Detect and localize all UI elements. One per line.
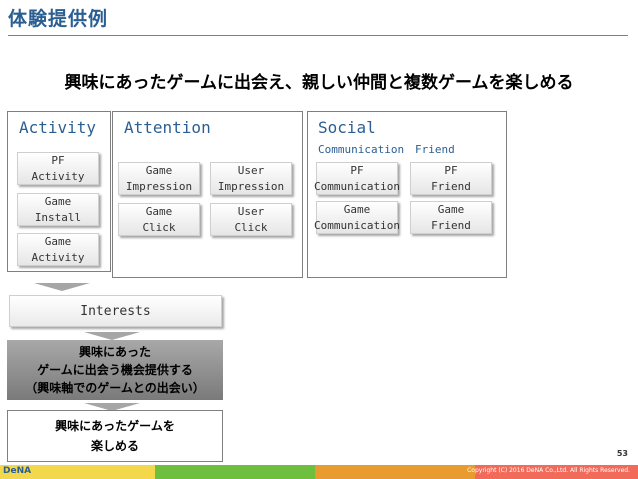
friend-subheading: Friend [415, 143, 455, 156]
game-communication-label: Game Communication [313, 202, 401, 232]
activity-panel-title: Activity [19, 118, 97, 137]
game-click-box: Game Click [118, 203, 200, 236]
user-click-box: User Click [210, 203, 292, 236]
pf-activity-label: PF Activity [31, 153, 85, 183]
user-click-label: User Click [234, 204, 268, 234]
down-arrow-icon [84, 403, 140, 411]
game-friend-box: Game Friend [410, 201, 492, 234]
down-arrow-icon [84, 332, 140, 340]
game-install-label: Game Install [34, 194, 82, 224]
down-arrow-icon [34, 283, 90, 291]
footer-stripe [475, 465, 638, 479]
outcome-label: 興味にあったゲームを 楽しめる [55, 419, 175, 453]
social-panel-title: Social [318, 118, 376, 137]
dena-logo: DeNA [3, 466, 32, 476]
title-divider [8, 35, 628, 36]
footer-stripe [315, 465, 475, 479]
slide-headline: 興味にあったゲームに出会え、親しい仲間と複数ゲームを楽しめる [64, 73, 574, 93]
game-activity-box: Game Activity [17, 233, 99, 266]
pf-activity-box: PF Activity [17, 152, 99, 185]
page-number: 53 [616, 449, 628, 458]
communication-subheading: Communication [318, 143, 405, 156]
copyright-text: Copyright (C) 2016 DeNA Co.,Ltd. All Rig… [467, 467, 630, 474]
game-communication-box: Game Communication [313, 201, 401, 234]
slide-title: 体験提供例 [8, 8, 109, 30]
game-impression-label: Game Impression [125, 163, 193, 193]
game-impression-box: Game Impression [118, 162, 200, 195]
footer-stripe [0, 465, 155, 479]
footer-bar: DeNA Copyright (C) 2016 DeNA Co.,Ltd. Al… [0, 465, 638, 479]
opportunity-label: 興味にあった ゲームに出会う機会提供する （興味軸でのゲームとの出会い） [25, 345, 205, 395]
user-impression-label: User Impression [217, 163, 285, 193]
pf-communication-box: PF Communication [313, 162, 401, 195]
pf-friend-label: PF Friend [431, 163, 471, 193]
user-impression-box: User Impression [210, 162, 292, 195]
outcome-box: 興味にあったゲームを 楽しめる [7, 410, 223, 462]
game-click-label: Game Click [142, 204, 176, 234]
pf-friend-box: PF Friend [410, 162, 492, 195]
interests-box: Interests [9, 295, 222, 327]
pf-communication-label: PF Communication [313, 163, 401, 193]
game-activity-label: Game Activity [31, 234, 85, 264]
attention-panel-title: Attention [124, 118, 211, 137]
footer-stripe [155, 465, 315, 479]
game-friend-label: Game Friend [431, 202, 471, 232]
opportunity-box: 興味にあった ゲームに出会う機会提供する （興味軸でのゲームとの出会い） [7, 340, 223, 400]
game-install-box: Game Install [17, 193, 99, 226]
interests-label: Interests [80, 303, 151, 319]
